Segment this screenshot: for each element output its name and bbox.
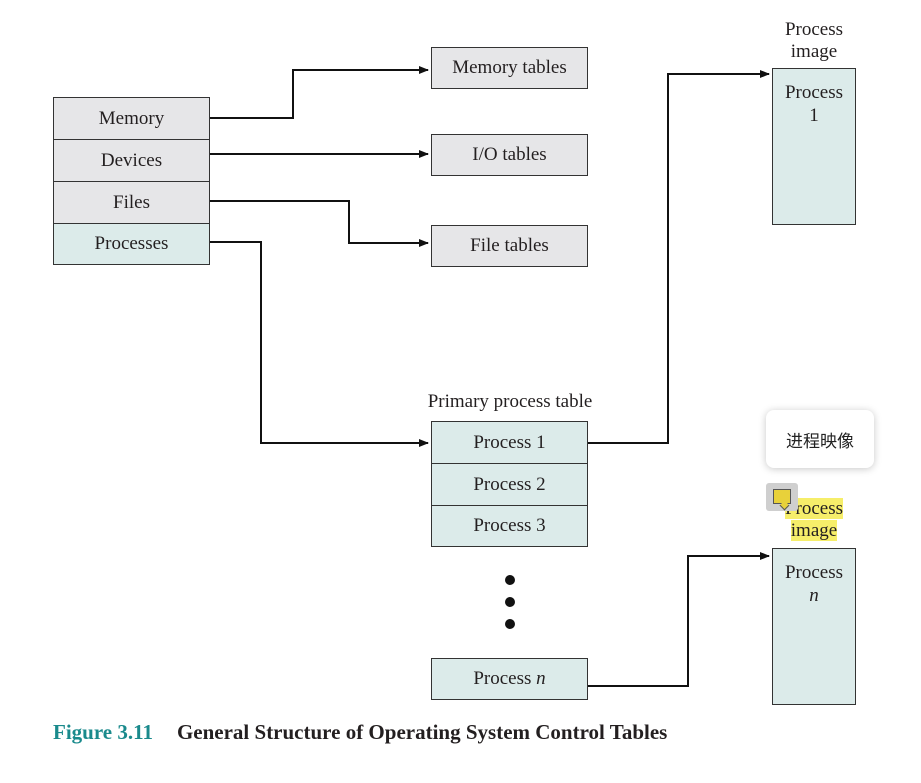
arrow-process1-to-image	[588, 70, 770, 444]
process-image-top-line1: Process	[784, 82, 844, 103]
primary-table-row-n: Process n	[431, 658, 588, 700]
annotation-note-icon[interactable]	[766, 483, 798, 511]
control-table-processes: Processes	[53, 223, 210, 265]
control-table-files-label: Files	[113, 191, 150, 213]
memory-tables-label: Memory tables	[452, 57, 567, 78]
control-table-memory-label: Memory	[98, 107, 165, 129]
memory-tables-box: Memory tables	[431, 47, 588, 89]
control-table-memory: Memory	[53, 97, 210, 140]
process-image-top-label: Process image	[784, 19, 844, 62]
primary-table-row-3: Process 3	[431, 505, 588, 547]
primary-table-row-2-label: Process 2	[473, 473, 546, 495]
process-image-bottom-line1: Process	[784, 562, 844, 583]
primary-table-row-3-label: Process 3	[473, 515, 546, 536]
figure-title: General Structure of Operating System Co…	[176, 720, 668, 744]
arrow-processn-to-image	[588, 552, 770, 687]
ellipsis-dot	[505, 575, 515, 585]
process-image-bottom: Process n	[772, 548, 856, 705]
ellipsis-dot	[505, 619, 515, 629]
primary-table-row-1: Process 1	[431, 421, 588, 464]
arrow-files-to-file-tables	[210, 200, 429, 247]
control-table-processes-label: Processes	[94, 233, 169, 254]
process-image-top-line2: 1	[809, 105, 819, 126]
control-table-devices: Devices	[53, 139, 210, 182]
arrow-processes-to-primary-table	[210, 241, 429, 447]
process-image-bottom-label[interactable]: Process image	[784, 498, 844, 541]
io-tables-box: I/O tables	[431, 134, 588, 176]
translation-tooltip-text: 进程映像	[786, 431, 854, 452]
file-tables-label: File tables	[470, 235, 549, 256]
ellipsis-dot	[505, 597, 515, 607]
primary-table-row-2: Process 2	[431, 463, 588, 506]
process-image-top: Process 1	[772, 68, 856, 225]
arrow-memory-to-memory-tables	[210, 66, 429, 119]
file-tables-box: File tables	[431, 225, 588, 267]
process-image-bottom-line2: n	[809, 585, 819, 606]
primary-table-row-n-label: Process n	[473, 668, 546, 689]
figure-caption: Figure 3.11 General Structure of Operatin…	[53, 720, 667, 745]
control-table-devices-label: Devices	[100, 149, 163, 171]
figure-number: Figure 3.11	[53, 720, 153, 744]
translation-tooltip: 进程映像	[766, 410, 874, 468]
io-tables-label: I/O tables	[472, 144, 547, 165]
primary-table-title: Primary process table	[427, 391, 593, 412]
control-table-files: Files	[53, 181, 210, 224]
primary-table-row-1-label: Process 1	[473, 431, 546, 453]
